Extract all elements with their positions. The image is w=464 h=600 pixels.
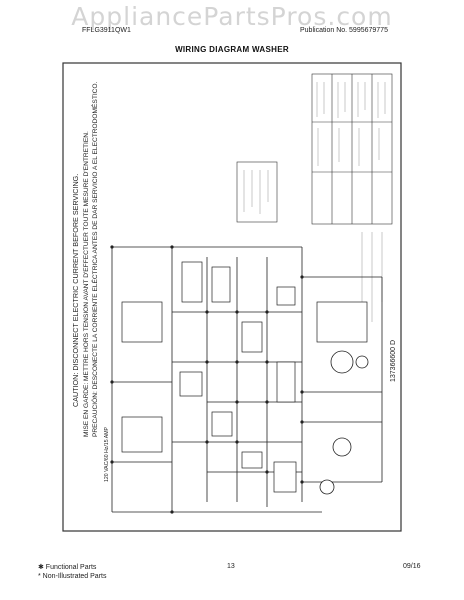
page-number: 13	[227, 563, 235, 570]
revision-date: 09/16	[403, 563, 421, 570]
non-illustrated-parts-note: * Non-Illustrated Parts	[38, 573, 107, 580]
caution-english: CAUTION: DISCONNECT ELECTRIC CURRENT BEF…	[71, 174, 80, 407]
wiring-diagram-svg: CAUTION: DISCONNECT ELECTRIC CURRENT BEF…	[62, 62, 402, 532]
watermark: AppliancePartsPros.com	[71, 2, 393, 31]
terminal-dots	[110, 245, 304, 514]
supply-rating: 120 VAC/60 Hz/15 AMP	[104, 426, 110, 482]
component-boxes	[121, 261, 368, 493]
caution-spanish: PRECAUCIÓN: DESCONECTE LA CORRIENTE ELÉC…	[90, 81, 99, 437]
wiring-diagram: CAUTION: DISCONNECT ELECTRIC CURRENT BEF…	[62, 62, 402, 532]
functional-parts-note: ✱ Functional Parts	[38, 564, 97, 571]
publication-number: Publication No. 5995679775	[300, 27, 388, 34]
caution-french: MISE EN GARDE: METTRE HORS TENSION AVANT…	[83, 131, 90, 437]
model-number: FFLG3911QW1	[82, 27, 131, 34]
document-number: 137366600 D	[390, 340, 397, 382]
motor-circles	[319, 350, 369, 495]
wiring-lines	[111, 246, 383, 513]
legend-tables	[236, 73, 393, 225]
page-title: WIRING DIAGRAM WASHER	[175, 45, 289, 54]
legend-lines	[243, 82, 386, 322]
diagram-frame	[62, 62, 402, 532]
